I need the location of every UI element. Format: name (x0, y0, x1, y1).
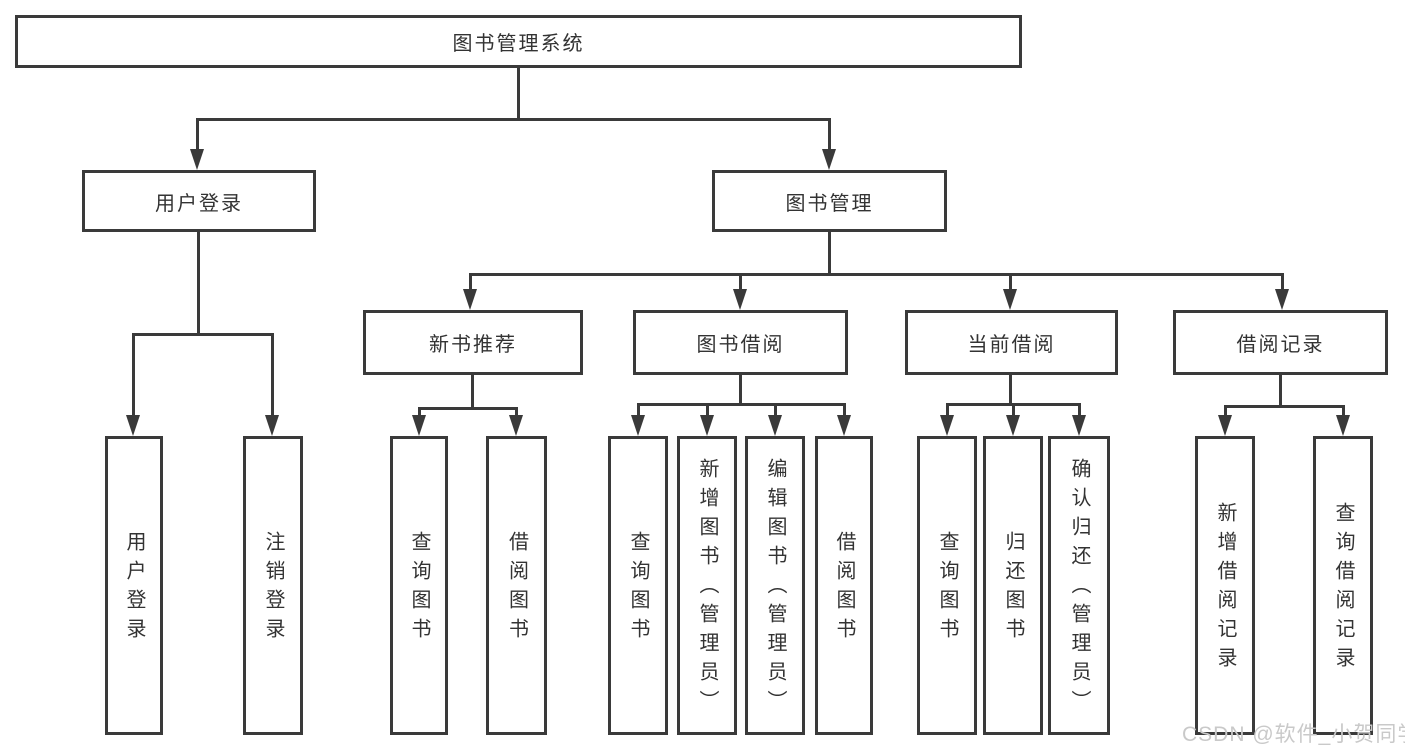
arrow-down-icon (190, 149, 204, 170)
connector-arrow-stem (637, 403, 640, 417)
arrow-down-icon (126, 415, 140, 436)
connector-arrow-stem (515, 407, 518, 417)
connector-records-bar (1224, 405, 1345, 408)
node-current-borrowing: 当前借阅 (905, 310, 1118, 375)
leaf-query-books-borrowing: 查询图书 (608, 436, 668, 735)
connector-arrow-stem (739, 273, 742, 291)
connector-bookmgmt-bar (469, 273, 1284, 276)
leaf-confirm-return-admin: 确认归还（管理员） (1048, 436, 1110, 735)
connector-bookmgmt-stem (828, 232, 831, 276)
connector-userlogin-stem (197, 232, 200, 335)
connector-arrow-stem (1009, 273, 1012, 291)
connector-newrec-bar (418, 407, 518, 410)
connector-arrow-stem (1012, 403, 1015, 417)
leaf-borrow-books-newrec: 借阅图书 (486, 436, 547, 735)
node-borrowing-records: 借阅记录 (1173, 310, 1388, 375)
node-book-management: 图书管理 (712, 170, 947, 232)
connector-arrow-stem (271, 333, 274, 417)
connector-arrow-stem (132, 333, 135, 417)
arrow-down-icon (463, 289, 477, 310)
node-user-login: 用户登录 (82, 170, 316, 232)
node-new-book-recommendation: 新书推荐 (363, 310, 583, 375)
arrow-down-icon (631, 415, 645, 436)
arrow-down-icon (265, 415, 279, 436)
arrow-down-icon (768, 415, 782, 436)
arrow-down-icon (837, 415, 851, 436)
arrow-down-icon (940, 415, 954, 436)
connector-arrow-stem (946, 403, 949, 417)
connector-userlogin-bar (132, 333, 274, 336)
connector-arrow-stem (843, 403, 846, 417)
connector-root-bar (196, 118, 831, 121)
connector-arrow-stem (774, 403, 777, 417)
arrow-down-icon (1006, 415, 1020, 436)
connector-root-stem (517, 68, 520, 121)
csdn-watermark: CSDN @软件_小贺同学 (1182, 723, 1405, 746)
leaf-logout: 注销登录 (243, 436, 303, 735)
arrow-down-icon (733, 289, 747, 310)
arrow-down-icon (1218, 415, 1232, 436)
arrow-down-icon (509, 415, 523, 436)
connector-arrow-stem (1281, 273, 1284, 291)
connector-newrec-stem (471, 375, 474, 410)
connector-borrowing-bar (637, 403, 846, 406)
arrow-down-icon (822, 149, 836, 170)
connector-arrow-stem (828, 118, 831, 150)
leaf-edit-books-admin: 编辑图书（管理员） (745, 436, 805, 735)
connector-records-stem (1279, 375, 1282, 408)
arrow-down-icon (1336, 415, 1350, 436)
leaf-query-books-newrec: 查询图书 (390, 436, 448, 735)
leaf-query-borrow-record: 查询借阅记录 (1313, 436, 1373, 735)
leaf-return-books: 归还图书 (983, 436, 1043, 735)
arrow-down-icon (700, 415, 714, 436)
connector-arrow-stem (1078, 403, 1081, 417)
leaf-add-books-admin: 新增图书（管理员） (677, 436, 737, 735)
connector-arrow-stem (1224, 405, 1227, 417)
leaf-add-borrow-record: 新增借阅记录 (1195, 436, 1255, 735)
node-book-borrowing: 图书借阅 (633, 310, 848, 375)
arrow-down-icon (1072, 415, 1086, 436)
leaf-borrow-books-borrowing: 借阅图书 (815, 436, 873, 735)
arrow-down-icon (1003, 289, 1017, 310)
connector-arrow-stem (1342, 405, 1345, 417)
leaf-query-books-current: 查询图书 (917, 436, 977, 735)
connector-arrow-stem (706, 403, 709, 417)
connector-current-stem (1009, 375, 1012, 406)
arrow-down-icon (412, 415, 426, 436)
leaf-user-login: 用户登录 (105, 436, 163, 735)
connector-arrow-stem (418, 407, 421, 417)
connector-borrowing-stem (739, 375, 742, 406)
arrow-down-icon (1275, 289, 1289, 310)
connector-arrow-stem (469, 273, 472, 291)
node-library-system: 图书管理系统 (15, 15, 1022, 68)
connector-arrow-stem (196, 118, 199, 150)
